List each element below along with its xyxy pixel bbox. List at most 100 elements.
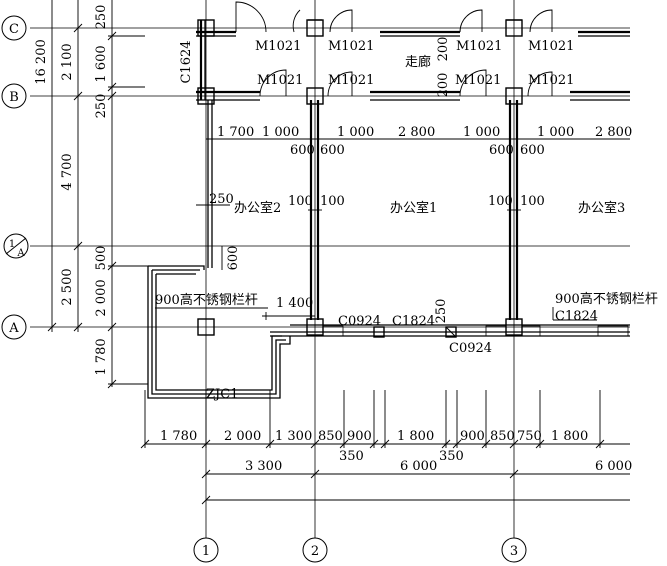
dim-600-c: 600 [489,143,514,158]
dim-100-a: 100 [288,194,313,209]
axis-label-1A-num: 1 [9,239,15,250]
door-tag-top-2: M1021 [328,39,374,54]
window-tag-C1624: C1624 [179,40,194,83]
dim-2000-v: 2 000 [94,279,109,316]
dim-bottom-900-b: 900 [460,429,485,444]
window-tag-C1824-a: C1824 [392,314,435,329]
room-label-corridor: 走廊 [405,54,431,70]
door-tag-mid-1: M1021 [257,73,303,88]
dim-1600: 1 600 [94,45,109,82]
dim-2100: 2 100 [60,43,75,80]
dim-bottom-1300: 1 300 [275,429,312,444]
dim-600-vertical: 600 [226,246,241,271]
column-C3 [505,19,523,37]
dim-top-1000-a: 1 000 [262,125,299,140]
axis-bubbles: C B 1 A A 1 2 3 [1,15,527,563]
door-tag-mid-3: M1021 [455,73,501,88]
columns [197,19,523,338]
window-tag-C0924-b: C0924 [449,341,492,356]
column-B3 [505,87,523,105]
window-tag-C1824-b: C1824 [555,309,598,324]
door-tag-mid-2: M1021 [328,73,374,88]
axis-label-A: A [8,321,19,336]
column-C2 [306,19,324,37]
dim-bottom-6000-b: 6 000 [595,459,632,474]
dim-bottom-3300: 3 300 [245,459,282,474]
dim-bottom-1800-b: 1 800 [551,429,588,444]
dim-600-b: 600 [320,143,345,158]
dim-4700: 4 700 [60,153,75,190]
dim-top-1000-d: 1 000 [537,125,574,140]
door-tag-mid-4: M1021 [528,73,574,88]
top-dimension-row: 1 700 1 000 1 000 2 800 1 000 1 000 2 80… [206,125,632,140]
door-tags: M1021 M1021 M1021 M1021 M1021 M1021 M102… [255,39,574,88]
axis-label-2: 2 [311,544,319,559]
dim-bottom-900-a: 900 [347,429,372,444]
doors [235,1,553,97]
dim-1400: 1 400 [276,296,313,311]
axis-label-C: C [9,22,19,37]
room-label-office2: 办公室2 [234,200,281,216]
dim-bottom-750: 750 [517,429,542,444]
column-B1 [197,87,215,105]
dim-600-a: 600 [290,143,315,158]
axis-bubble-B: B [1,83,27,109]
dim-100-b: 100 [320,194,345,209]
dim-600-d: 600 [520,143,545,158]
small-dimensions: 600 600 600 600 100 100 100 100 250 600 … [196,37,545,324]
column-C1 [197,19,215,37]
window-tags: C1624 C0924 C1824 C0924 C1824 [179,40,598,356]
dim-100-d: 100 [520,194,545,209]
dim-200-a: 200 [436,37,451,62]
window-glazing [322,325,629,337]
notes: 900高不锈钢栏杆 900高不锈钢栏杆 ZJC1 [155,291,658,402]
axis-label-3: 3 [510,544,518,559]
axis-bubble-1: 1 [193,537,219,563]
dim-16200: 16 200 [34,39,49,85]
axis-label-1: 1 [202,544,210,559]
dim-bottom-350-b: 350 [439,449,464,464]
dim-250-top: 250 [94,5,109,30]
left-dimensions: 16 200 2 100 4 700 2 500 250 1 600 250 5… [34,0,148,389]
terrace-railing [147,265,315,399]
dim-250-b: 250 [94,94,109,119]
axis-bubble-1A: 1 A [3,233,29,259]
dim-bottom-6000-a: 6 000 [400,459,437,474]
dim-bottom-350-a: 350 [339,449,364,464]
room-label-office3: 办公室3 [578,200,625,216]
dim-100-c: 100 [488,194,513,209]
bottom-dimension-rows: 1 780 2 000 1 300 850 900 1 800 900 850 … [140,390,632,505]
dim-200-b: 200 [436,73,451,98]
axis-label-B: B [9,90,19,105]
dim-500: 500 [94,246,109,271]
dim-bottom-850-b: 850 [490,429,515,444]
dim-top-2800-b: 2 800 [595,125,632,140]
room-label-office1: 办公室1 [390,200,437,216]
column-A1 [197,318,215,336]
window-tag-C0924-a: C0924 [338,314,381,329]
dim-bottom-2000: 2 000 [224,429,261,444]
dim-2500: 2 500 [60,268,75,305]
axis-grid-lines [30,0,630,540]
dim-bottom-1800-a: 1 800 [397,429,434,444]
door-tag-top-3: M1021 [456,39,502,54]
column-B2 [306,87,324,105]
axis-bubble-2: 2 [302,537,328,563]
note-railing-left: 900高不锈钢栏杆 [155,292,258,308]
dim-bottom-1780: 1 780 [160,429,197,444]
axis-bubble-3: 3 [501,537,527,563]
door-tag-top-1: M1021 [255,39,301,54]
dim-top-1000-b: 1 000 [337,125,374,140]
dim-250-window: 250 [434,299,449,324]
column-small-a [373,326,385,338]
note-foundation: ZJC1 [206,387,238,402]
dim-250-office2: 250 [209,192,234,207]
column-small-b [445,326,457,338]
axis-label-1A-letter: A [16,248,25,259]
axis-bubble-A: A [1,314,27,340]
dim-top-1700: 1 700 [217,125,254,140]
note-railing-right: 900高不锈钢栏杆 [555,291,658,307]
dim-top-1000-c: 1 000 [463,125,500,140]
dim-top-2800-a: 2 800 [398,125,435,140]
